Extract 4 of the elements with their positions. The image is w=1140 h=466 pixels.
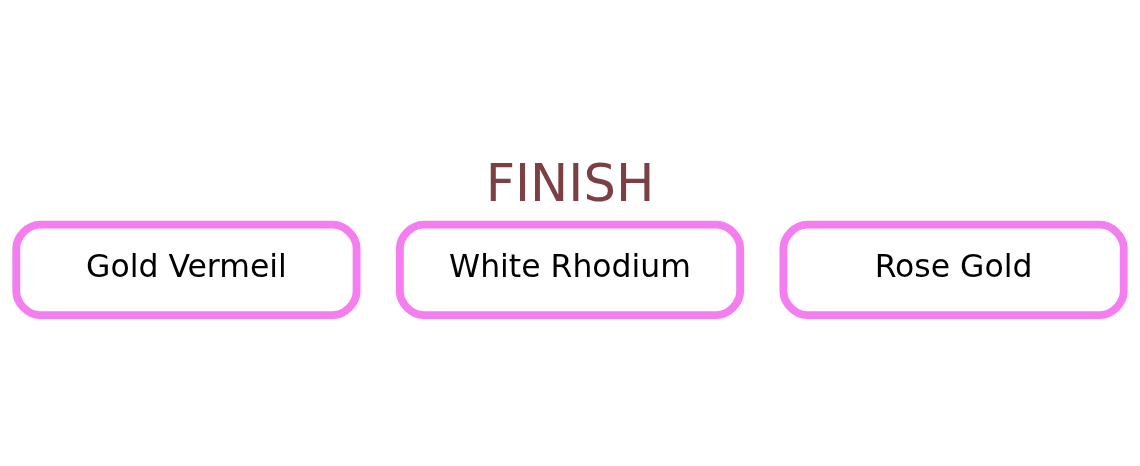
node-box: Rose Gold xyxy=(779,220,1128,319)
node-box: Gold Vermeil xyxy=(12,220,361,319)
diagram-title: FINISH xyxy=(485,153,655,213)
node-box: White Rhodium xyxy=(395,220,745,319)
